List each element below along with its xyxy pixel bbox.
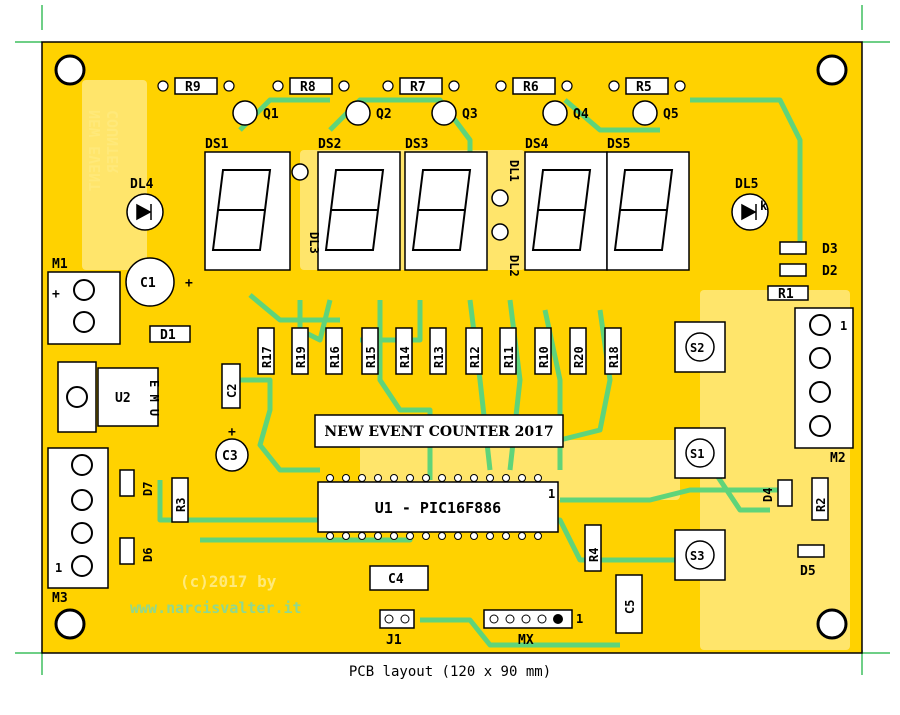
svg-text:1: 1 <box>576 612 583 626</box>
resistor-bank: R17 R19 R16 R15 R14 R13 R12 R11 R10 R20 … <box>257 327 622 375</box>
svg-text:R12: R12 <box>468 346 482 368</box>
svg-text:D6: D6 <box>141 548 155 562</box>
label-ds5: DS5 <box>607 137 630 152</box>
svg-text:1: 1 <box>55 561 62 575</box>
label-dl1: DL1 <box>507 160 521 182</box>
svg-text:+: + <box>228 425 236 440</box>
svg-text:S3: S3 <box>690 549 704 563</box>
label-dl2: DL2 <box>507 255 521 277</box>
svg-text:(c)2017 by: (c)2017 by <box>180 572 277 591</box>
svg-text:R10: R10 <box>537 346 551 368</box>
svg-text:R14: R14 <box>398 346 412 368</box>
seven-segment-displays: DS1 DS2 DS3 DS4 DS5 <box>204 137 690 271</box>
push-buttons: S2 S1 S3 <box>674 321 726 581</box>
svg-text:M3: M3 <box>52 591 68 606</box>
svg-text:NEW EVENT: NEW EVENT <box>86 110 104 191</box>
svg-text:M2: M2 <box>830 451 846 466</box>
svg-text:J1: J1 <box>386 633 402 648</box>
svg-text:D7: D7 <box>141 482 155 496</box>
terminal-m1: M1 + <box>47 257 121 345</box>
components-r4-c4-c5: R4 C4 C5 <box>369 524 643 634</box>
svg-text:C2: C2 <box>225 384 239 398</box>
label-r8: R8 <box>300 80 316 95</box>
svg-text:NEW EVENT COUNTER 2017: NEW EVENT COUNTER 2017 <box>324 424 553 440</box>
svg-text:S2: S2 <box>690 341 704 355</box>
svg-text:R4: R4 <box>587 548 601 562</box>
terminal-m2: M2 1 <box>794 307 854 466</box>
label-d2: D2 <box>822 264 838 279</box>
label-ds2: DS2 <box>318 137 341 152</box>
label-dl5: DL5 <box>735 177 758 192</box>
terminal-m3: M3 1 <box>47 447 109 606</box>
label-q5: Q5 <box>663 107 679 122</box>
svg-text:R13: R13 <box>432 346 446 368</box>
corner-marks <box>15 5 890 675</box>
label-q3: Q3 <box>462 107 478 122</box>
mounting-holes <box>54 54 848 640</box>
label-d3: D3 <box>822 242 838 257</box>
svg-text:1: 1 <box>548 487 555 501</box>
svg-text:R16: R16 <box>328 346 342 368</box>
mcu-u1: U1 - PIC16F886 1 <box>317 474 559 540</box>
label-ds3: DS3 <box>405 137 428 152</box>
svg-text:S1: S1 <box>690 447 704 461</box>
right-bottom-components: D4 R2 D5 <box>761 477 829 579</box>
svg-text:D1: D1 <box>160 328 176 343</box>
capacitor-c1: C1 + <box>125 257 193 307</box>
svg-text:+: + <box>185 276 193 291</box>
left-components-d6-d7-r3: D7 D6 R3 <box>119 469 189 565</box>
svg-text:MX: MX <box>518 633 534 648</box>
mirrored-title-silk: NEW EVENT COUNTER <box>86 110 122 191</box>
regulator-u2: U2 E M U <box>57 361 161 433</box>
caption: PCB layout (120 x 90 mm) <box>348 664 552 680</box>
headers-j1-mx: J1 MX 1 <box>379 609 583 648</box>
svg-text:E M U: E M U <box>147 380 161 416</box>
label-r6: R6 <box>523 80 539 95</box>
leds-dl4-dl5: DL4 DL5 k <box>126 177 769 231</box>
svg-text:U1 - PIC16F886: U1 - PIC16F886 <box>375 499 501 517</box>
label-ds4: DS4 <box>525 137 549 152</box>
svg-text:R15: R15 <box>364 346 378 368</box>
svg-text:R3: R3 <box>174 498 188 512</box>
title-box: NEW EVENT COUNTER 2017 <box>314 414 564 448</box>
label-r1: R1 <box>778 287 794 302</box>
right-diodes-r1: D3 D2 R1 <box>767 241 838 302</box>
label-q2: Q2 <box>376 107 392 122</box>
label-r5: R5 <box>636 80 652 95</box>
diode-d1: D1 <box>149 325 191 343</box>
resistors-top-row: R9 R8 R7 R6 R5 <box>157 77 686 95</box>
svg-text:R17: R17 <box>260 346 274 368</box>
svg-text:C4: C4 <box>388 572 404 587</box>
svg-text:C3: C3 <box>222 449 238 464</box>
svg-text:R11: R11 <box>502 346 516 368</box>
svg-text:D4: D4 <box>761 488 775 502</box>
label-m1: M1 <box>52 257 68 272</box>
svg-text:R19: R19 <box>294 346 308 368</box>
svg-text:+: + <box>52 287 60 302</box>
label-dl4: DL4 <box>130 177 154 192</box>
label-q4: Q4 <box>573 107 589 122</box>
capacitors-c2-c3: C2 C3 + <box>215 363 249 472</box>
label-dl5-k: k <box>760 199 768 213</box>
svg-text:R20: R20 <box>572 346 586 368</box>
svg-text:C5: C5 <box>623 600 637 614</box>
label-r9: R9 <box>185 80 201 95</box>
svg-text:COUNTER: COUNTER <box>104 110 122 174</box>
label-ds1: DS1 <box>205 137 229 152</box>
label-q1: Q1 <box>263 107 279 122</box>
svg-text:D5: D5 <box>800 564 816 579</box>
label-dl3: DL3 <box>307 232 321 254</box>
svg-text:U2: U2 <box>115 391 131 406</box>
svg-text:www.narcisvalter.it: www.narcisvalter.it <box>130 599 302 617</box>
svg-text:C1: C1 <box>140 276 156 291</box>
label-r7: R7 <box>410 80 426 95</box>
svg-text:R2: R2 <box>814 498 828 512</box>
svg-text:1: 1 <box>840 319 847 333</box>
dot-leds: DL3 DL1 DL2 <box>291 160 521 277</box>
transistors: Q1 Q2 Q3 Q4 Q5 <box>232 100 679 126</box>
credits-silk: (c)2017 by www.narcisvalter.it <box>130 572 302 617</box>
svg-text:R18: R18 <box>607 346 621 368</box>
